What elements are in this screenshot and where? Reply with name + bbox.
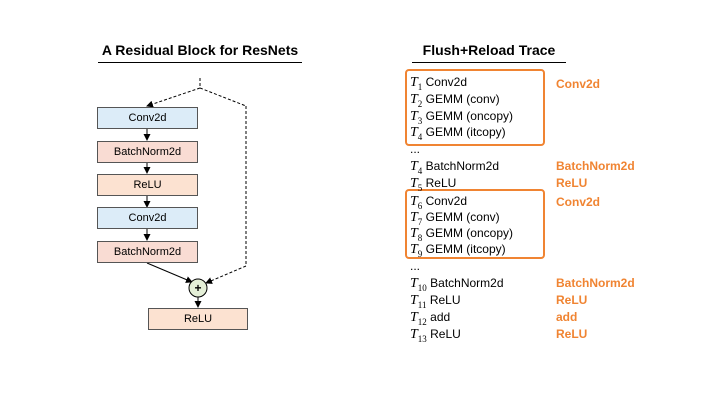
layer-tag: ReLU <box>556 293 588 307</box>
left-title: A Residual Block for ResNets <box>101 42 299 58</box>
right-title-underline <box>412 62 566 63</box>
batchnorm2d-block-1: BatchNorm2d <box>97 141 198 163</box>
trace-ellipsis: ... <box>410 142 421 156</box>
trace-row: T11 ReLU <box>410 293 461 310</box>
trace-row: T4 GEMM (itcopy) <box>410 125 506 142</box>
add-symbol: + <box>194 281 201 295</box>
trace-row: T9 GEMM (itcopy) <box>410 242 506 259</box>
trace-row: T6 Conv2d <box>410 194 468 211</box>
trace-row: T2 GEMM (conv) <box>410 92 500 109</box>
arrow-bn2-add <box>146 262 193 283</box>
skip-connection-bottom <box>205 265 247 284</box>
trace-row: T10 BatchNorm2d <box>410 276 504 293</box>
layer-tag: BatchNorm2d <box>556 276 635 290</box>
trace-row: T12 add <box>410 310 451 327</box>
layer-tag: Conv2d <box>556 77 601 91</box>
output-relu-block: ReLU <box>148 308 248 330</box>
trace-group-1 <box>405 69 545 146</box>
layer-tag: BatchNorm2d <box>556 159 635 173</box>
trace-row: T4 BatchNorm2d <box>410 159 500 176</box>
trace-row: T8 GEMM (oncopy) <box>410 226 513 243</box>
layer-tag: Conv2d <box>556 195 601 209</box>
trace-group-2 <box>405 189 545 259</box>
trace-row: T1 Conv2d <box>410 75 468 92</box>
trace-row: T3 GEMM (oncopy) <box>410 109 513 126</box>
relu-block: ReLU <box>97 174 198 196</box>
trace-row: T5 ReLU <box>410 176 457 193</box>
layer-tag: add <box>556 310 578 324</box>
right-title: Flush+Reload Trace <box>422 42 556 58</box>
conv2d-block-2: Conv2d <box>97 207 198 229</box>
trace-ellipsis: ... <box>410 259 421 273</box>
add-node <box>188 278 208 298</box>
layer-tag: ReLU <box>556 327 588 341</box>
trace-row: T7 GEMM (conv) <box>410 210 500 227</box>
left-title-underline <box>98 62 302 63</box>
trace-row: T13 ReLU <box>410 327 461 344</box>
batchnorm2d-block-2: BatchNorm2d <box>97 241 198 263</box>
skip-connection-top <box>146 87 201 108</box>
layer-tag: ReLU <box>556 176 588 190</box>
conv2d-block-1: Conv2d <box>97 107 198 129</box>
skip-connection-right <box>199 87 247 107</box>
